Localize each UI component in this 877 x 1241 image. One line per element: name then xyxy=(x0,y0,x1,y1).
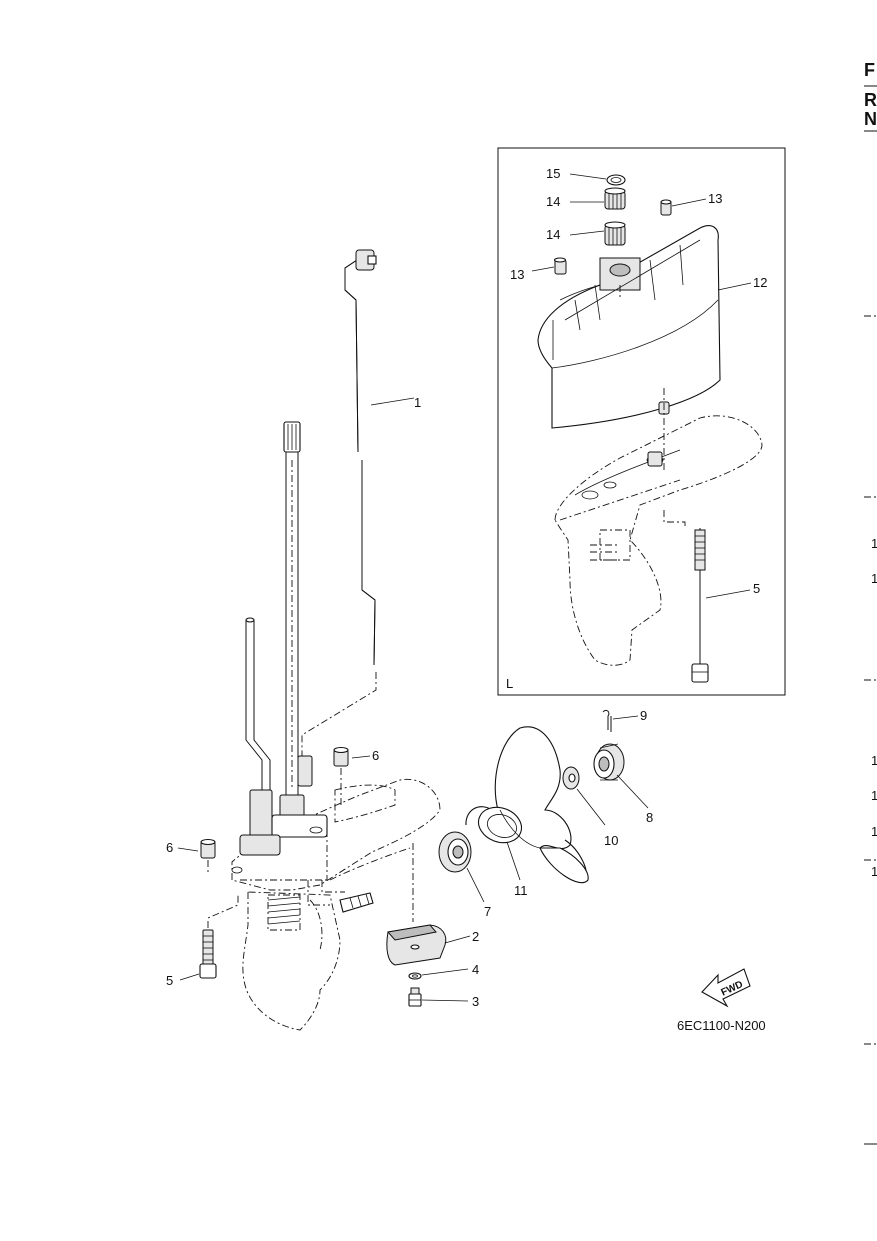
long-bolt-inset xyxy=(691,528,709,683)
dowel-pin-right xyxy=(660,199,672,216)
inset-frame xyxy=(497,147,786,696)
needle-bearing-upper xyxy=(604,187,626,210)
callout-14-lower: 14 xyxy=(546,227,560,242)
edge-mark-6: 1 xyxy=(871,864,877,879)
callout-5-inset: 5 xyxy=(753,581,760,596)
edge-letter-f: F xyxy=(864,60,875,80)
shift-rod-part xyxy=(245,617,271,800)
callout-12: 12 xyxy=(753,275,767,290)
propeller-part xyxy=(465,726,589,884)
callout-7: 7 xyxy=(484,904,491,919)
edge-letter-n: N xyxy=(864,109,877,129)
right-edge-fragments: F R N 1 1 1 1 1 1 xyxy=(864,60,877,1145)
propeller-shaft-part xyxy=(339,892,374,913)
edge-mark-1: 1 xyxy=(871,536,877,551)
small-bolt-part xyxy=(408,987,422,1007)
callout-4: 4 xyxy=(472,962,479,977)
spring-washer-part xyxy=(408,972,422,980)
callout-15: 15 xyxy=(546,166,560,181)
edge-letter-r: R xyxy=(864,90,877,110)
lower-case-outline-inset xyxy=(554,415,763,666)
cotter-pin-part xyxy=(602,709,612,732)
callout-9: 9 xyxy=(640,708,647,723)
water-tube-part: 1 xyxy=(344,249,421,666)
lower-case-main xyxy=(231,755,441,1031)
diagram-code: 6EC1100-N200 xyxy=(677,1018,766,1033)
callout-10: 10 xyxy=(604,833,618,848)
edge-mark-5: 1 xyxy=(871,824,877,839)
callout-3: 3 xyxy=(472,994,479,1009)
inset-callouts: 15 14 14 13 13 12 5 xyxy=(510,166,767,599)
needle-bearing-lower xyxy=(604,221,626,246)
dowel-pin-main-1 xyxy=(333,746,349,767)
fwd-arrow-icon: FWD xyxy=(701,968,751,1008)
drive-shaft-part xyxy=(283,421,301,800)
callout-6-lower: 6 xyxy=(166,840,173,855)
dowel-pin-main-2 xyxy=(200,838,216,859)
callout-6-upper: 6 xyxy=(372,748,379,763)
callout-1: 1 xyxy=(414,395,421,410)
inset-label: L xyxy=(506,676,513,691)
callout-8: 8 xyxy=(646,810,653,825)
callout-11: 11 xyxy=(514,883,528,898)
callout-14-upper: 14 xyxy=(546,194,560,209)
anode-part xyxy=(386,924,447,966)
washer-part xyxy=(562,766,580,790)
edge-mark-3: 1 xyxy=(871,753,877,768)
thrust-washer-part xyxy=(438,831,472,873)
upper-casing-part xyxy=(537,225,721,429)
callout-5-main: 5 xyxy=(166,973,173,988)
inset-detail: L xyxy=(497,147,786,696)
edge-mark-4: 1 xyxy=(871,788,877,803)
callout-13-right: 13 xyxy=(708,191,722,206)
long-bolt-main xyxy=(199,929,217,979)
dowel-pin-left xyxy=(553,257,567,275)
circlip-part xyxy=(606,174,626,186)
callout-2: 2 xyxy=(472,929,479,944)
edge-mark-2: 1 xyxy=(871,571,877,586)
propeller-nut-part xyxy=(593,743,625,781)
callout-13-left: 13 xyxy=(510,267,524,282)
